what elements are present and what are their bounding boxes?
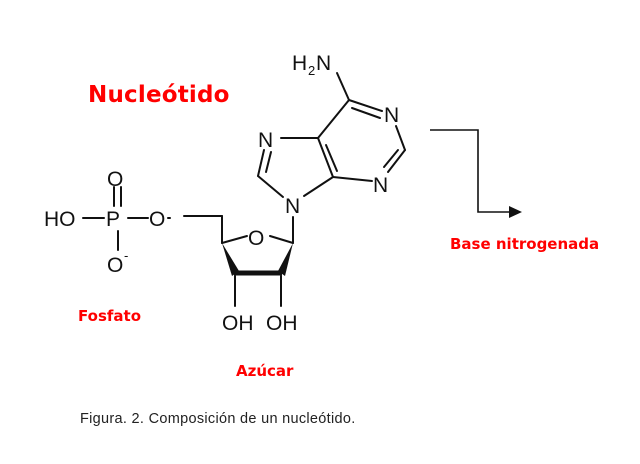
atom-o-bottom: O [107,254,123,277]
bond-c5-c4-double [325,144,338,172]
atom-amine-h: H [292,52,307,75]
bond-c8-n7 [257,149,265,177]
bond-c6-nh2 [336,72,350,101]
label-phosphate: Fosfato [78,307,141,325]
bond-c8-n7-double [265,151,272,173]
atom-p: P [106,208,120,231]
bond-n1-c2 [395,125,406,151]
charge-negative: - [124,248,128,263]
diagram-title: Nucleótido [88,82,230,108]
atom-oh-right: OH [266,312,298,335]
bond-n9-c8 [257,175,284,198]
label-nitrogenous-base: Base nitrogenada [450,235,600,253]
atom-oh-left: OH [222,312,254,335]
atom-n3: N [373,174,388,197]
bond-n3-c4 [332,176,373,182]
bond-c5-c6 [317,99,350,139]
bond-c5-c4 [317,137,334,178]
bond-c4-o [221,235,248,244]
wedge-c4-c3 [222,243,239,276]
atom-ring-o: O [248,227,264,250]
wedge-c1-c2 [278,243,293,276]
bond-c2-n3 [387,149,406,173]
bond-n9-c4 [303,176,334,197]
atom-o-ester: O [149,208,165,231]
label-sugar: Azúcar [236,362,294,380]
atom-n9: N [285,195,300,218]
bond-c2-n3-double [383,149,399,168]
bond-c6-n1 [348,99,383,112]
atom-ho: HO [44,208,76,231]
ribose-sugar: O OH OH [221,215,298,335]
atom-o-top: O [107,168,123,191]
figure-caption: Figura. 2. Composición de un nucleótido. [80,411,356,427]
elbow-arrow-icon [430,129,522,218]
bond-c6-n1-double [351,107,381,119]
atom-amine-sub: 2 [308,63,315,78]
adenine-base: N N N N H 2 N [257,52,406,218]
atom-n7: N [258,129,273,152]
phosphate-group: HO P O O O - [44,168,223,277]
bond-o-c1 [269,235,294,244]
atom-amine-n: N [316,52,331,75]
atom-n1: N [384,104,399,127]
